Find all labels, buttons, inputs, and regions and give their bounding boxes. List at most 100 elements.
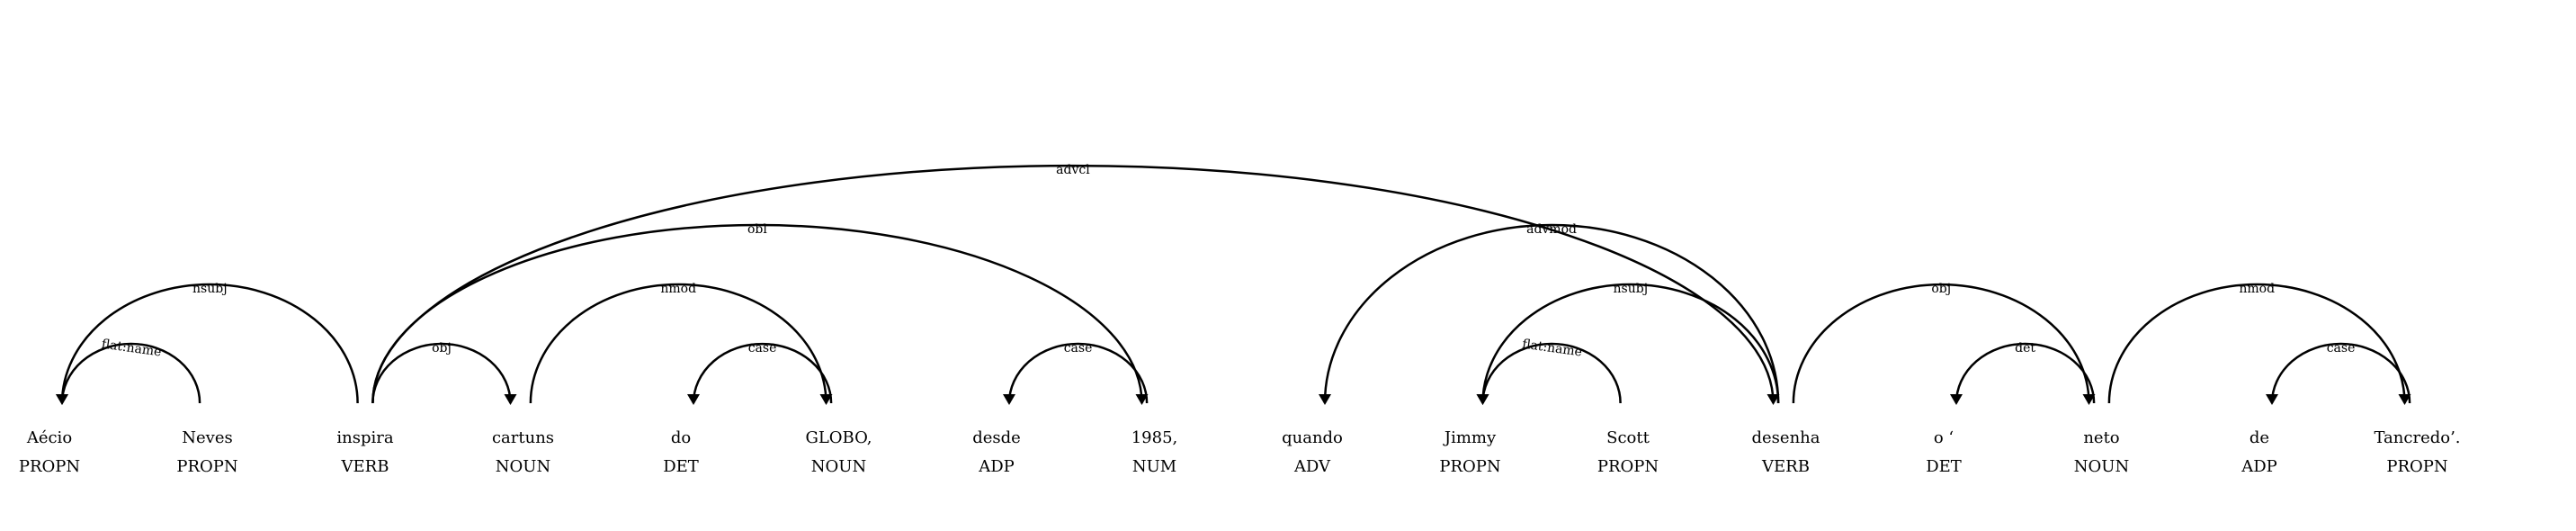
arc-line <box>1007 342 1149 404</box>
dependency-arc: nsubj <box>56 282 359 405</box>
dependency-arc: obj <box>371 341 517 405</box>
token-tag: NOUN <box>2074 457 2129 476</box>
arc-line <box>1792 283 2090 404</box>
dependency-arc: det <box>1950 341 2096 405</box>
arc-label: case <box>2327 341 2356 356</box>
token-tag: PROPN <box>1439 457 1500 476</box>
arc-label: flat:name <box>1521 337 1583 359</box>
arc-line <box>371 342 512 404</box>
token: o ‘ DET <box>1926 428 1962 476</box>
arc-label: nsubj <box>192 282 228 296</box>
arc-label: nmod <box>660 282 696 296</box>
arc-label: flat:name <box>101 337 163 359</box>
token-word: o ‘ <box>1934 428 1954 447</box>
token-tag: NOUN <box>811 457 866 476</box>
token: GLOBO, NOUN <box>805 428 872 476</box>
token-tag: PROPN <box>1597 457 1659 476</box>
dependency-arc: case <box>1003 341 1149 405</box>
token-word: de <box>2250 428 2269 447</box>
token-tag: DET <box>1926 457 1962 476</box>
token-tag: VERB <box>341 457 389 476</box>
dependency-arc: case <box>2266 341 2411 405</box>
token-word: Jimmy <box>1443 428 1497 447</box>
arrowhead-icon <box>504 394 517 405</box>
arrowhead-icon <box>56 394 68 405</box>
arrowhead-icon <box>2398 394 2411 405</box>
token-tag: PROPN <box>19 457 80 476</box>
arc-label: nmod <box>2239 282 2275 296</box>
token-word: Tancredo’. <box>2374 428 2460 447</box>
token-tag: ADP <box>2241 457 2277 476</box>
arrowhead-icon <box>1476 394 1489 405</box>
dependency-arc: nmod <box>529 282 833 405</box>
arrowhead-icon <box>819 394 833 405</box>
arc-label: case <box>1064 341 1093 356</box>
token-tag: PROPN <box>2386 457 2447 476</box>
arrowhead-icon <box>2082 394 2096 405</box>
token: Tancredo’. PROPN <box>2374 428 2460 476</box>
token-tag: ADP <box>978 457 1015 476</box>
dependency-arc: flat:name <box>56 337 201 405</box>
arc-label: case <box>748 341 777 356</box>
arc-label: obj <box>1931 282 1951 296</box>
arc-line <box>371 223 1143 404</box>
arrowhead-icon <box>1319 394 1331 405</box>
token-word: do <box>671 428 691 447</box>
token-tag: VERB <box>1761 457 1810 476</box>
arc-line <box>371 164 1775 404</box>
arc-label: advcl <box>1056 163 1090 177</box>
arrowhead-icon <box>1767 394 1780 405</box>
arc-line <box>60 342 201 404</box>
arc-label: nsubj <box>1614 282 1649 296</box>
dependency-arc: nmod <box>2107 282 2411 405</box>
arrowhead-icon <box>687 394 700 405</box>
dependency-arc: obj <box>1792 282 2096 405</box>
token-word: desde <box>972 428 1021 447</box>
arc-line <box>1481 283 1780 404</box>
arc-line <box>1323 223 1780 404</box>
token-word: quando <box>1282 428 1343 447</box>
dependency-arc: obl <box>371 222 1149 405</box>
token-tag: ADV <box>1293 457 1331 476</box>
arc-line <box>60 283 359 404</box>
dependency-arc: nsubj <box>1476 282 1780 405</box>
token-tag: NUM <box>1132 457 1176 476</box>
arc-line <box>1954 342 2096 404</box>
arc-line <box>692 342 833 404</box>
dependency-arc: advcl <box>371 163 1780 405</box>
arc-line <box>1481 342 1622 404</box>
dependency-arc: flat:name <box>1476 337 1622 405</box>
token: 1985, NUM <box>1131 428 1178 476</box>
arc-line <box>529 283 827 404</box>
token-tag: DET <box>663 457 699 476</box>
dependency-arc: advmod <box>1319 222 1780 405</box>
arrowhead-icon <box>2266 394 2278 405</box>
arc-label: det <box>2015 341 2035 356</box>
arrowhead-icon <box>1135 394 1149 405</box>
token-word: neto <box>2083 428 2119 447</box>
arc-label: obl <box>747 222 767 237</box>
token-word: 1985, <box>1131 428 1178 447</box>
token-word: Scott <box>1606 428 1650 447</box>
arc-line <box>2107 283 2406 404</box>
token-tag: PROPN <box>176 457 237 476</box>
token-word: cartuns <box>492 428 554 447</box>
token-word: Neves <box>182 428 232 447</box>
token-word: Aécio <box>26 428 72 447</box>
token-word: GLOBO, <box>805 428 872 447</box>
token-tag: NOUN <box>496 457 550 476</box>
arc-label: obj <box>432 341 452 356</box>
arrowhead-icon <box>1950 394 1963 405</box>
